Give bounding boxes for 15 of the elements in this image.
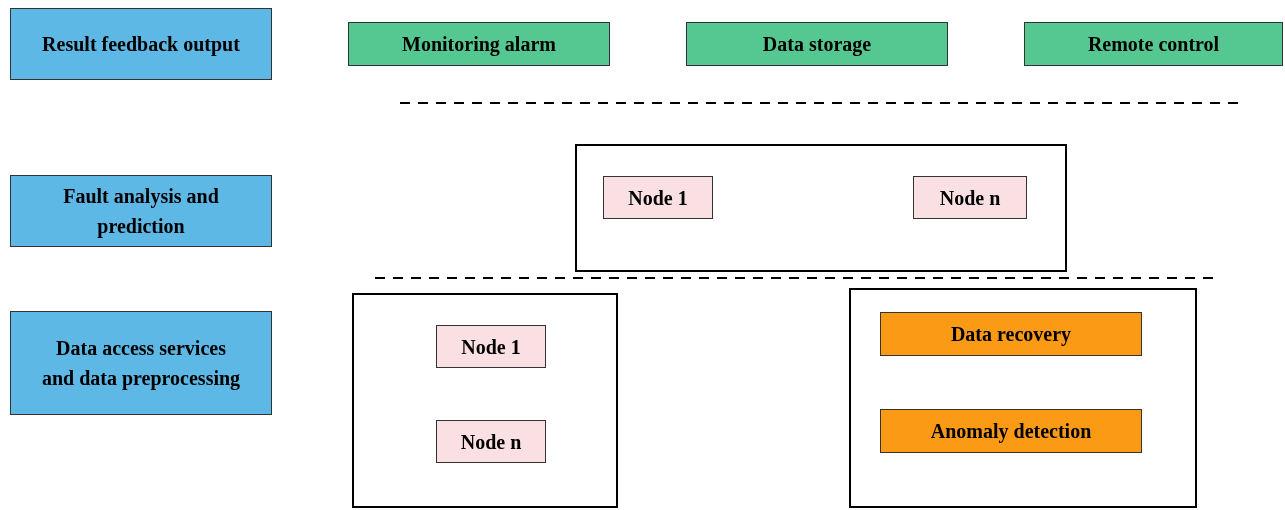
node-box: Node n <box>913 176 1027 219</box>
layer-label: Result feedback output <box>10 8 272 80</box>
output-box: Remote control <box>1024 22 1283 66</box>
node-box: Node 1 <box>436 325 546 368</box>
layer-label: Fault analysis and prediction <box>10 175 272 247</box>
node-box: Node 1 <box>603 176 713 219</box>
output-box: Monitoring alarm <box>348 22 610 66</box>
group-frame <box>849 288 1197 508</box>
group-frame <box>352 293 618 508</box>
layer-label: Data access services and data preprocessing <box>10 311 272 415</box>
output-box: Data storage <box>686 22 948 66</box>
process-box: Anomaly detection <box>880 409 1142 453</box>
node-box: Node n <box>436 420 546 463</box>
process-box: Data recovery <box>880 312 1142 356</box>
group-frame <box>575 144 1067 272</box>
